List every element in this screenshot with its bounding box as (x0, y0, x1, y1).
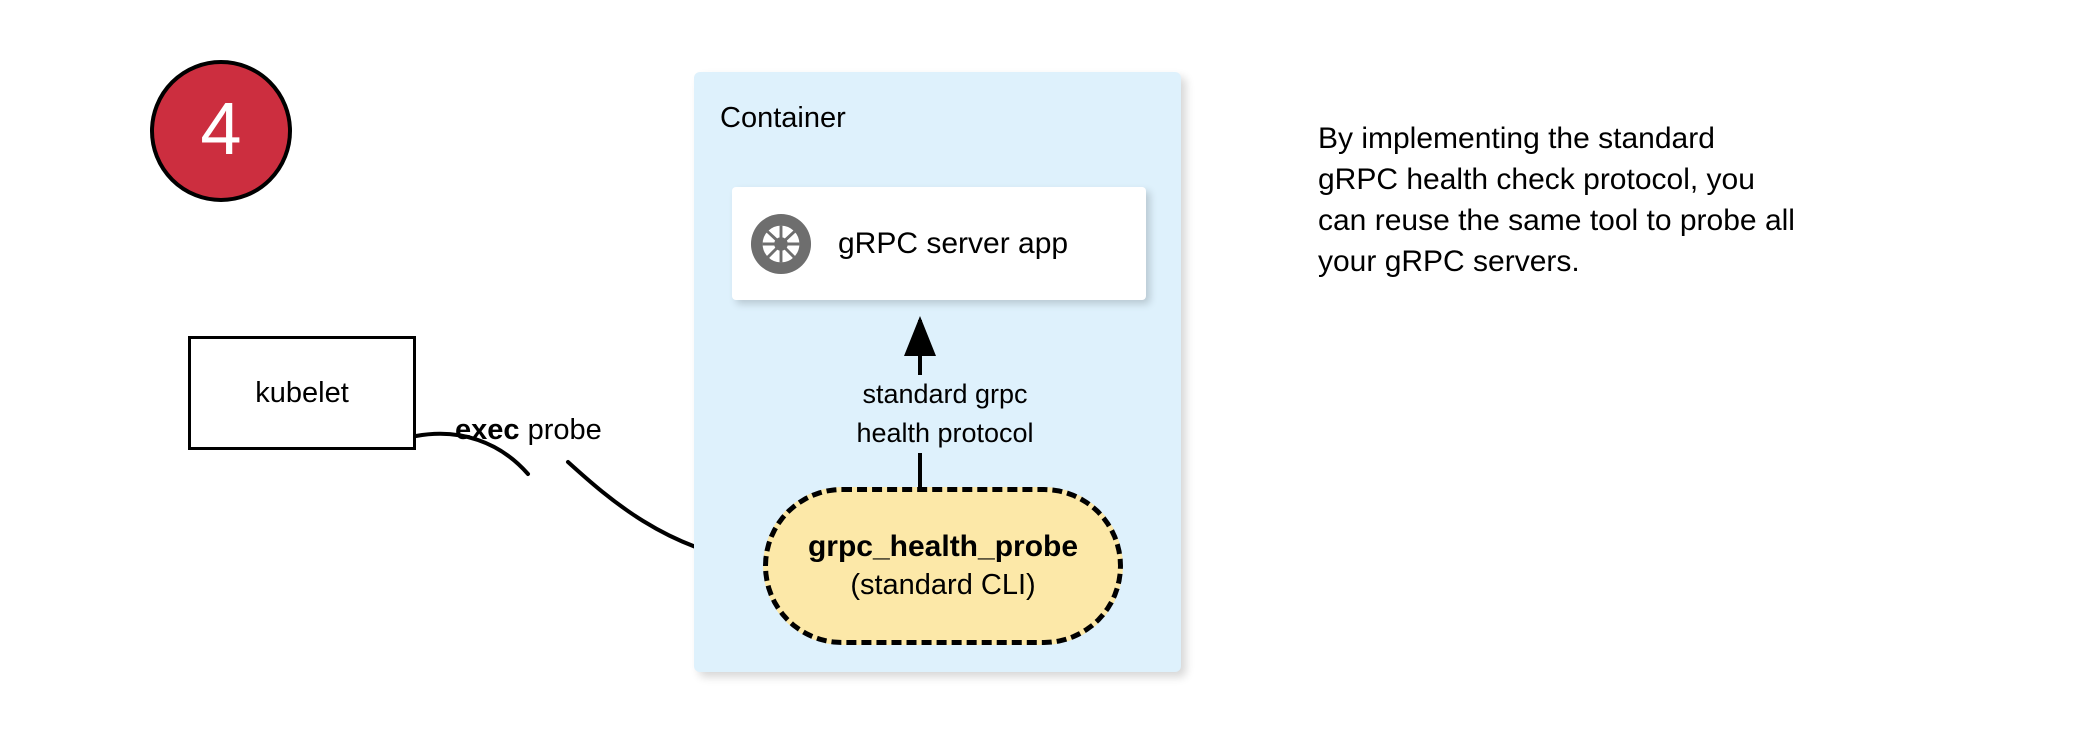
caption-line-3: can reuse the same tool to probe all (1318, 204, 1795, 237)
health-protocol-label: standard grpc health protocol (830, 375, 1060, 453)
grpc-logo-icon (750, 213, 812, 274)
exec-probe-edge-label: exec probe (455, 414, 602, 447)
grpc-health-probe-title: grpc_health_probe (807, 530, 1079, 563)
grpc-server-app-label: gRPC server app (838, 226, 1069, 260)
caption-line-2: gRPC health check protocol, you (1318, 163, 1755, 196)
caption-line-1: By implementing the standard (1318, 122, 1715, 155)
caption-text: By implementing the standard gRPC health… (1318, 118, 1918, 282)
grpc-health-probe-subtitle: (standard CLI) (850, 569, 1036, 601)
health-protocol-line-2: health protocol (830, 414, 1060, 453)
exec-probe-emphasis: exec (455, 414, 520, 446)
kubelet-label: kubelet (255, 376, 349, 409)
health-protocol-line-1: standard grpc (830, 375, 1060, 414)
kubelet-box: kubelet (188, 336, 416, 450)
caption-line-4: your gRPC servers. (1318, 245, 1580, 278)
step-number-label: 4 (200, 87, 242, 170)
grpc-server-app-card: gRPC server app (732, 187, 1146, 300)
container-title: Container (720, 102, 846, 134)
grpc-health-probe-node: grpc_health_probe (standard CLI) (763, 487, 1123, 645)
step-number-badge: 4 (150, 60, 292, 202)
exec-probe-rest: probe (519, 414, 602, 446)
